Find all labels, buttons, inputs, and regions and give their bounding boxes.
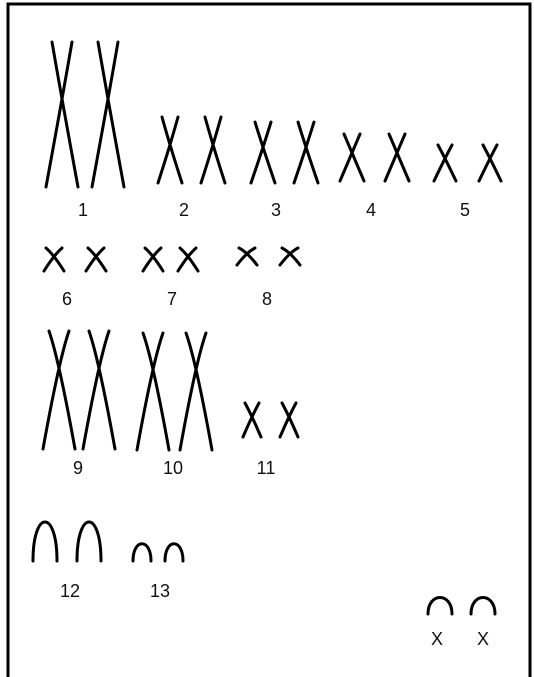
chromosome-x-b: [471, 598, 495, 615]
pair-label-12: 12: [60, 581, 80, 601]
chromosome-13-a: [133, 544, 151, 561]
chromosome-7-a: [143, 248, 163, 271]
chromosome-x-a: [428, 598, 452, 615]
pair-label-10: 10: [163, 458, 183, 478]
chromosome-10-a: [137, 333, 169, 450]
pair-label-4: 4: [366, 200, 376, 220]
chromosome-8-a: [237, 248, 257, 265]
pair-label-2: 2: [179, 200, 189, 220]
pair-label-3: 3: [271, 200, 281, 220]
chromosome-7-b: [178, 248, 198, 271]
pair-label-1: 1: [78, 200, 88, 220]
chromosome-12-b: [77, 522, 101, 561]
chromosome-4-b: [385, 134, 409, 181]
chromosome-9-b: [83, 331, 115, 449]
chromosome-11-b: [280, 403, 298, 437]
chromosome-13-b: [165, 544, 183, 561]
chromosome-2-b: [201, 117, 225, 183]
chromosome-3-a: [251, 122, 275, 183]
diagram-frame: [8, 4, 530, 677]
chromosome-5-b: [479, 145, 501, 181]
pair-label-11: 11: [257, 458, 276, 478]
pair-label-x1: X: [431, 629, 443, 649]
chromosome-11-a: [243, 403, 261, 437]
chromosome-8-b: [280, 248, 300, 265]
chromosome-group: [33, 42, 501, 614]
chromosome-1-a: [46, 42, 78, 187]
pair-label-9: 9: [73, 458, 83, 478]
pair-label-13: 13: [150, 581, 170, 601]
chromosome-9-a: [43, 331, 75, 449]
chromosome-1-b: [92, 42, 124, 187]
pair-label-x2: X: [477, 629, 489, 649]
chromosome-5-a: [434, 145, 456, 181]
chromosome-2-a: [158, 117, 182, 183]
chromosome-4-a: [340, 134, 364, 181]
chromosome-6-b: [86, 248, 106, 271]
pair-label-5: 5: [460, 200, 470, 220]
chromosome-12-a: [33, 522, 57, 561]
pair-label-6: 6: [62, 289, 72, 309]
chromosome-3-b: [294, 122, 318, 183]
pair-label-8: 8: [262, 289, 272, 309]
chromosome-10-b: [180, 333, 212, 450]
pair-label-7: 7: [167, 289, 177, 309]
chromosome-6-a: [44, 248, 64, 271]
